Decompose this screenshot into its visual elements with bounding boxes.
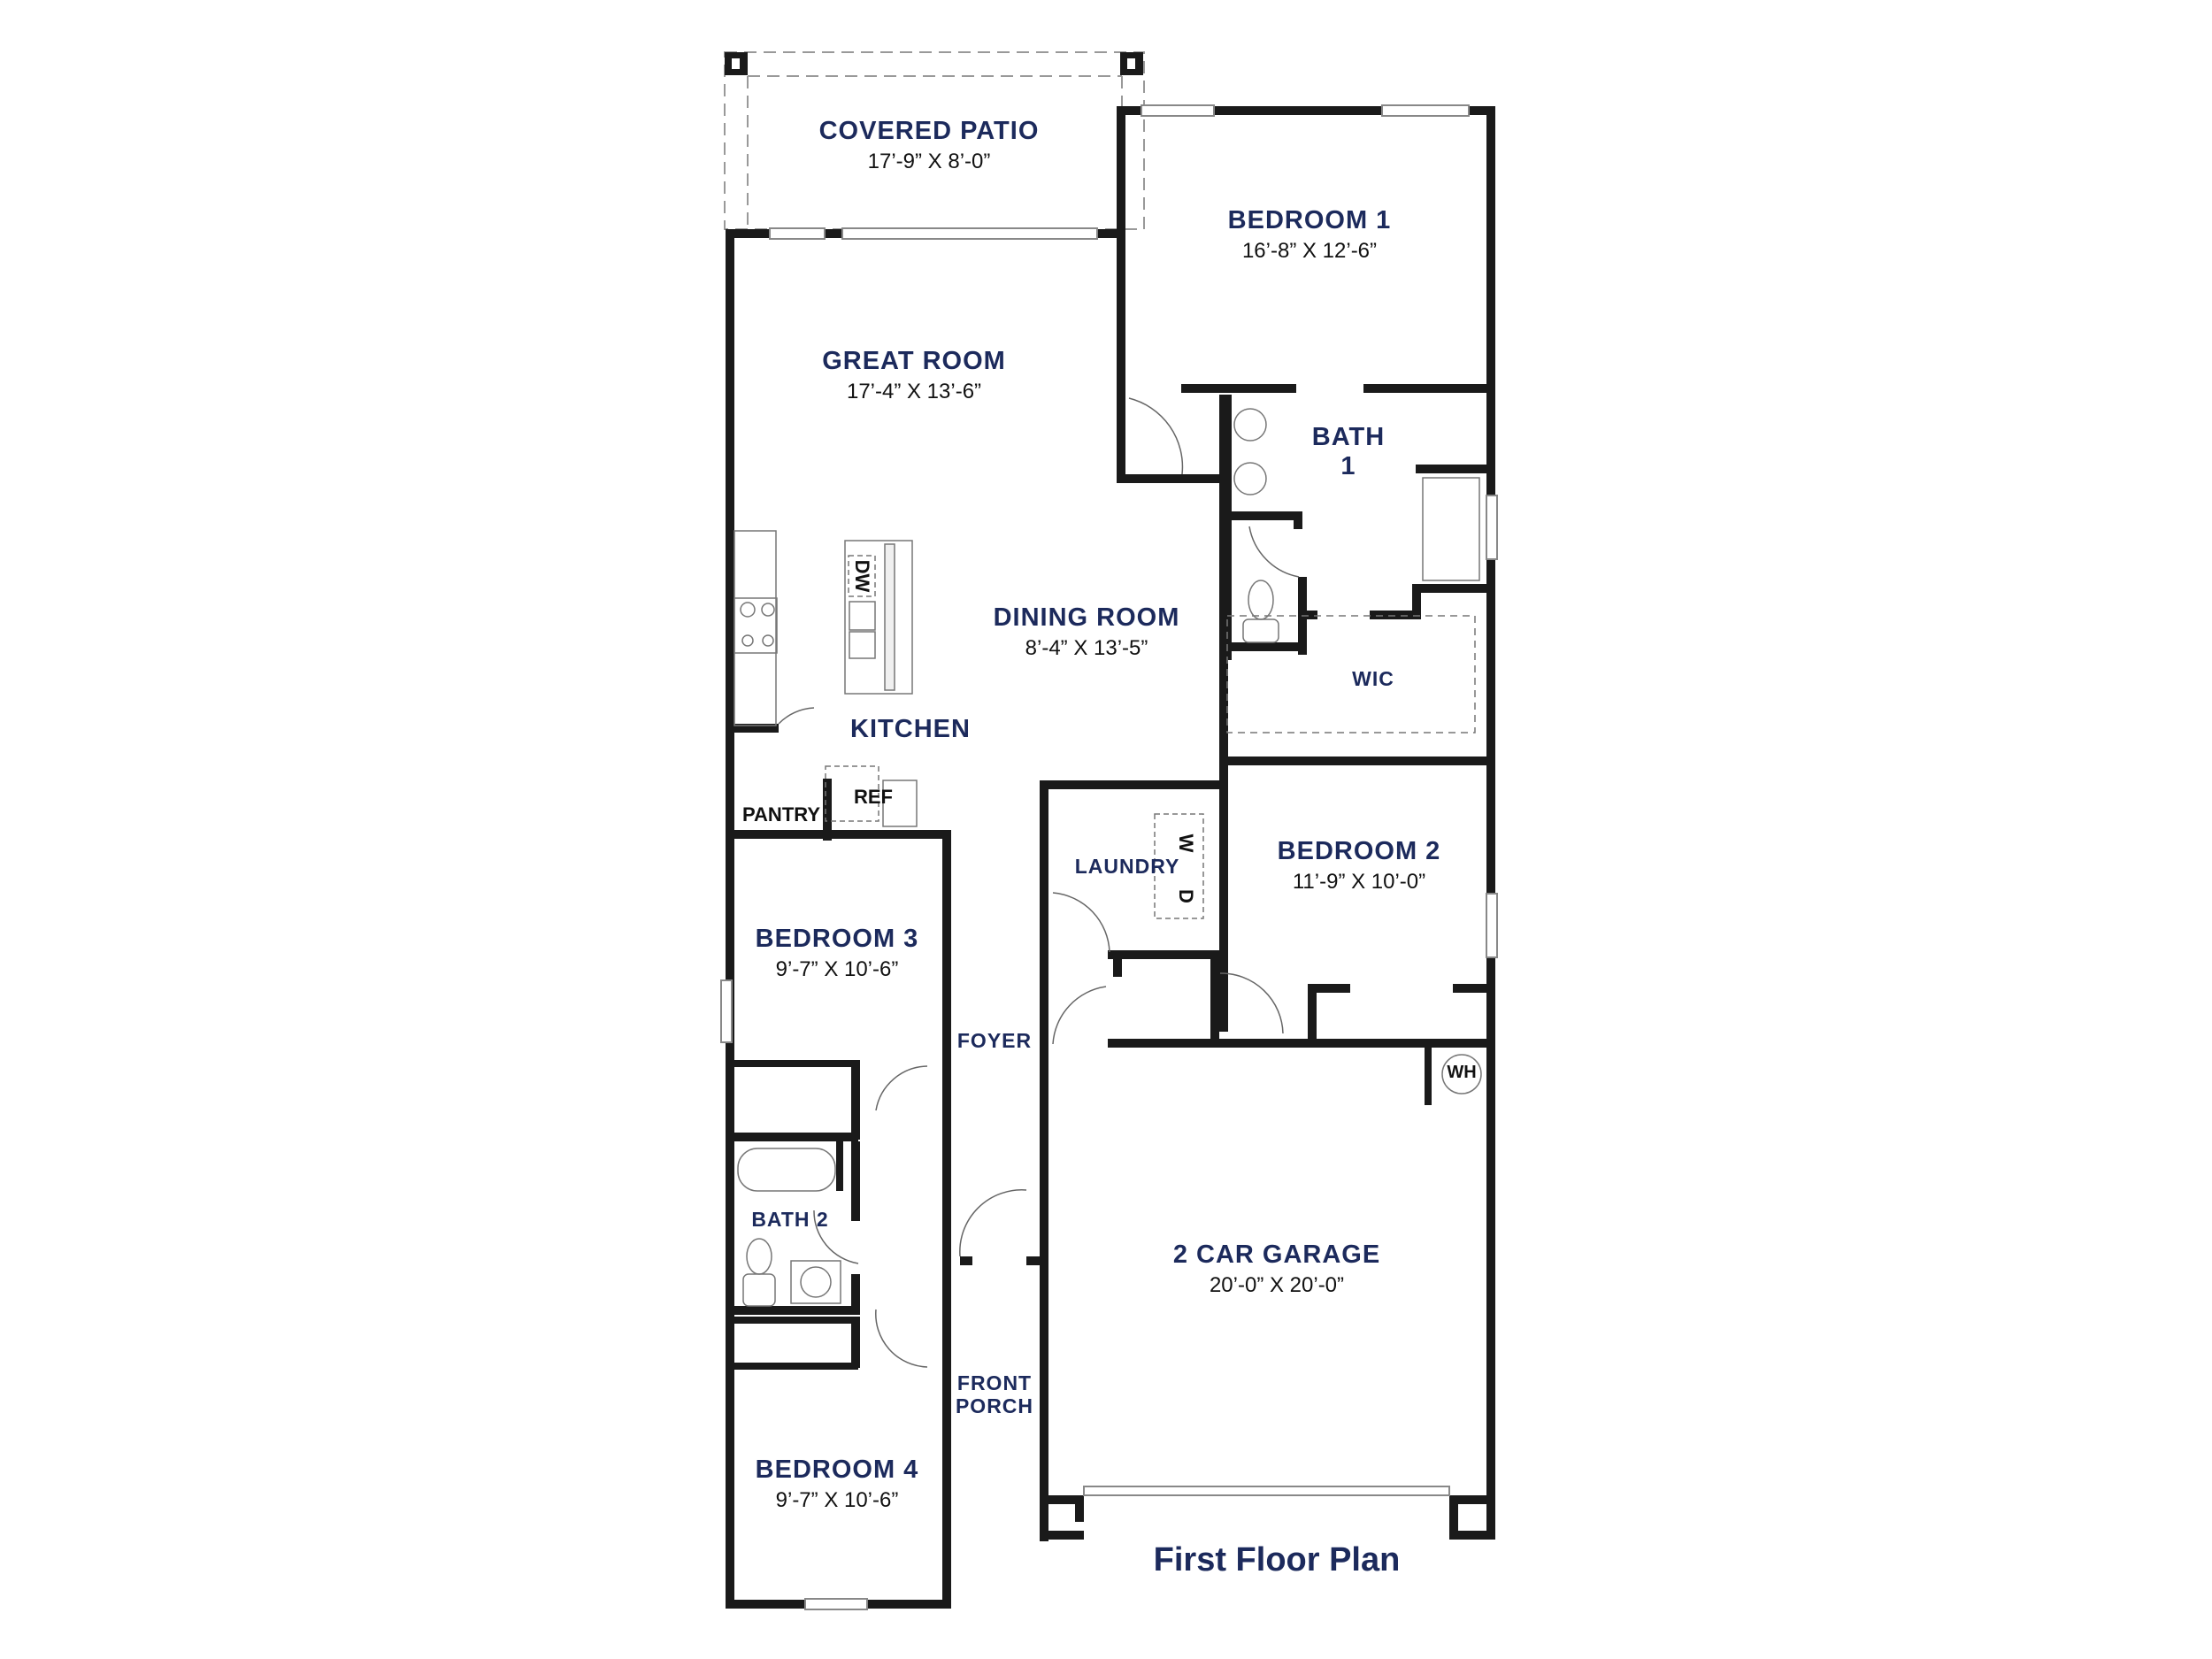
- room-name: BEDROOM 1: [1227, 206, 1392, 234]
- windows: [720, 104, 1498, 1610]
- room-name: FRONT: [956, 1371, 1033, 1394]
- room-dimensions: 17’-9” X 8’-0”: [867, 150, 991, 174]
- room-name: WIC: [1352, 667, 1394, 690]
- room-name: LAUNDRY: [1074, 855, 1180, 878]
- room-name: BATH: [1311, 423, 1386, 451]
- room-dimensions: 11’-9” X 10’-0”: [1292, 870, 1426, 895]
- room-pantry: PANTRY: [742, 803, 820, 826]
- room-dimensions: 20’-0” X 20’-0”: [1209, 1273, 1345, 1298]
- room-name: COVERED PATIO: [818, 117, 1040, 145]
- dryer-label: D: [1175, 889, 1197, 903]
- door-swings: [778, 397, 1300, 1368]
- room-name: BEDROOM 3: [755, 925, 919, 953]
- room-front-porch: FRONT PORCH: [956, 1371, 1033, 1418]
- room-name: DINING ROOM: [993, 603, 1180, 632]
- room-name-line2: PORCH: [955, 1394, 1034, 1418]
- plan-title: First Floor Plan: [1153, 1541, 1401, 1578]
- room-dimensions: 17’-4” X 13’-6”: [846, 380, 982, 404]
- room-name: FOYER: [956, 1029, 1033, 1052]
- room-dimensions: 8’-4” X 13’-5”: [1025, 636, 1148, 661]
- bath-fixtures: [737, 408, 1482, 1307]
- room-wic: WIC: [1352, 667, 1394, 690]
- water-heater-label: WH: [1447, 1063, 1477, 1082]
- room-laundry: LAUNDRY: [1075, 855, 1180, 878]
- patio-posts-icon: [725, 52, 1143, 75]
- room-dimensions: 16’-8” X 12’-6”: [1241, 239, 1378, 264]
- kitchen-fixtures: [733, 530, 918, 827]
- room-dining-room: DINING ROOM 8’-4” X 13’-5”: [994, 603, 1180, 661]
- room-bath-1: BATH 1: [1312, 423, 1385, 482]
- refrigerator-label: REF: [854, 786, 893, 808]
- room-covered-patio: COVERED PATIO 17’-9” X 8’-0”: [819, 117, 1040, 174]
- room-bath-2: BATH 2: [751, 1208, 828, 1231]
- room-bedroom-4: BEDROOM 4 9’-7” X 10’-6”: [756, 1455, 919, 1513]
- walls: [726, 106, 1495, 1609]
- dishwasher-label: DW: [851, 559, 873, 593]
- washer-label: W: [1175, 833, 1197, 853]
- room-name: 2 CAR GARAGE: [1172, 1240, 1381, 1269]
- room-2-car-garage: 2 CAR GARAGE 20’-0” X 20’-0”: [1173, 1240, 1380, 1298]
- room-bedroom-2: BEDROOM 2 11’-9” X 10’-0”: [1278, 837, 1441, 895]
- room-name: BEDROOM 2: [1277, 837, 1441, 865]
- room-name-line2: 1: [1340, 452, 1356, 481]
- room-kitchen: KITCHEN: [850, 715, 971, 744]
- room-name: BEDROOM 4: [755, 1455, 919, 1484]
- room-foyer: FOYER: [957, 1029, 1032, 1052]
- room-bedroom-3: BEDROOM 3 9’-7” X 10’-6”: [756, 925, 919, 982]
- room-name: GREAT ROOM: [822, 347, 1006, 375]
- room-great-room: GREAT ROOM 17’-4” X 13’-6”: [822, 347, 1006, 404]
- room-dimensions: 9’-7” X 10’-6”: [775, 1488, 899, 1513]
- room-dimensions: 9’-7” X 10’-6”: [775, 957, 899, 982]
- room-bedroom-1: BEDROOM 1 16’-8” X 12’-6”: [1228, 206, 1392, 264]
- room-name: KITCHEN: [850, 715, 971, 743]
- room-name: BATH 2: [751, 1208, 829, 1231]
